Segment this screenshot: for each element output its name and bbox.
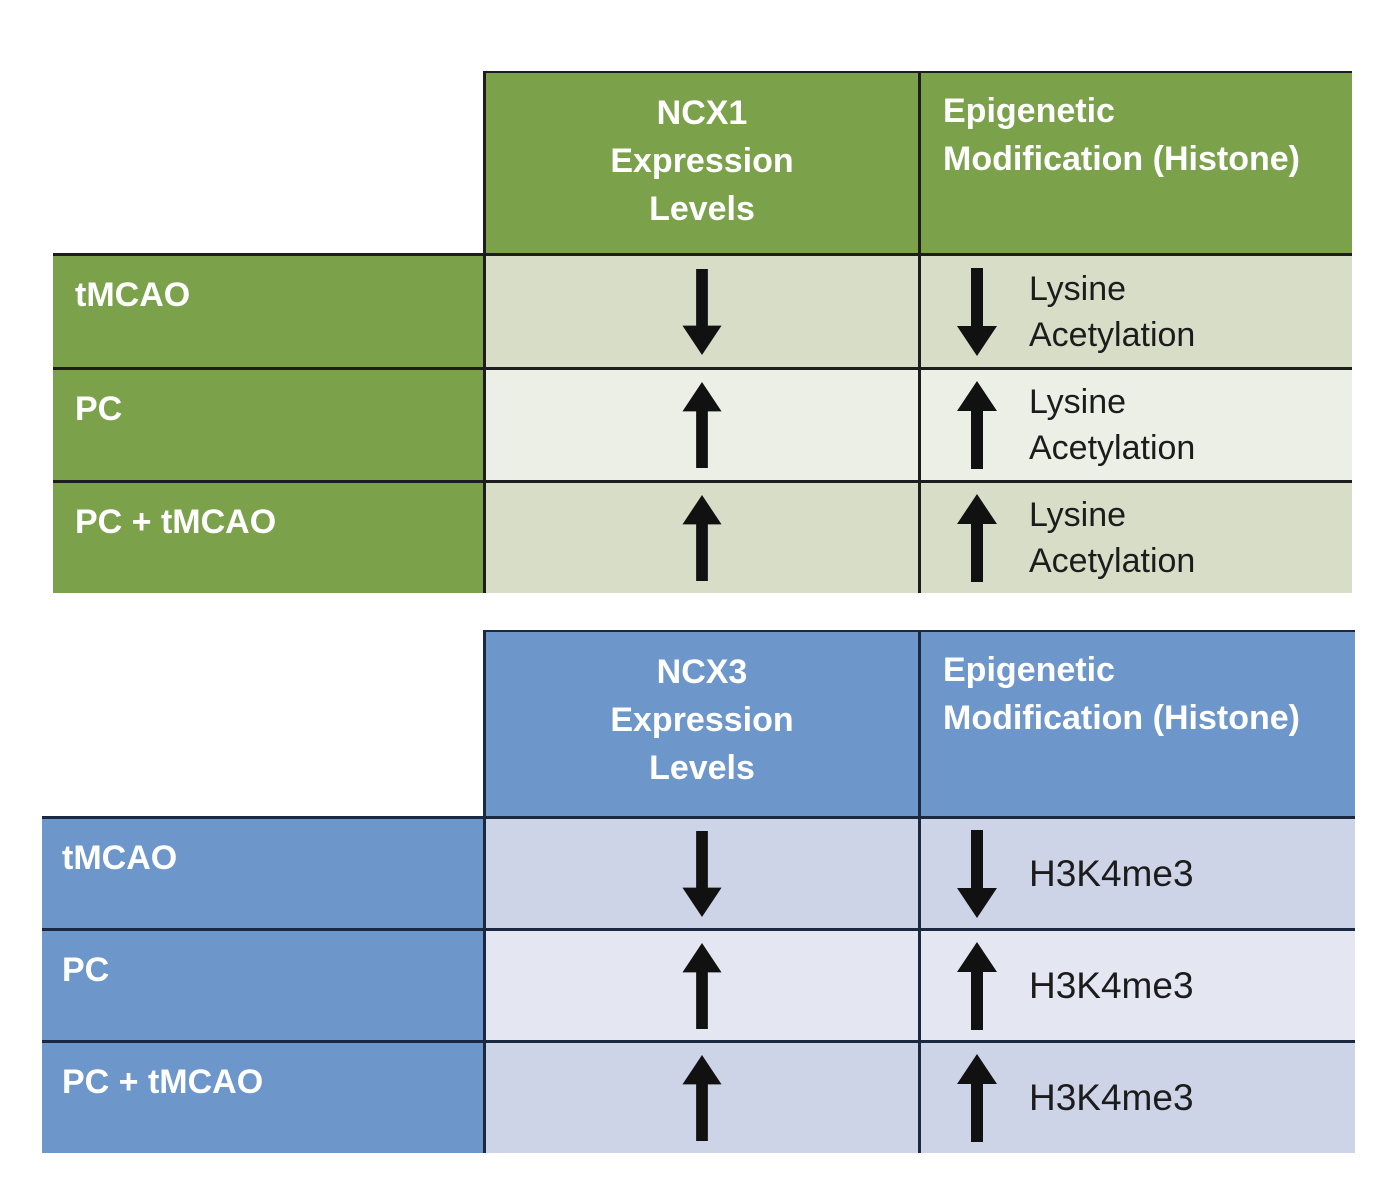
arrow-glyph bbox=[957, 381, 997, 469]
up-arrow-icon bbox=[957, 1054, 997, 1142]
ncx3-row-label-pc-tmcao: PC + tMCAO bbox=[42, 1040, 483, 1153]
ncx1-epigenetic-modification-header: Epigenetic Modification (Histone) bbox=[918, 71, 1352, 253]
arrow-glyph bbox=[682, 382, 722, 468]
ncx1-tmcao-modification-cell: Lysine Acetylation bbox=[918, 253, 1352, 367]
ncx1-row-label-tmcao: tMCAO bbox=[53, 253, 483, 367]
modification-text: Lysine Acetylation bbox=[1029, 496, 1196, 580]
ncx1-pc-modification-cell: Lysine Acetylation bbox=[918, 367, 1352, 480]
up-arrow-icon bbox=[682, 495, 722, 581]
ncx1-row-label-pc: PC bbox=[53, 367, 483, 480]
ncx1-pc-tmcao-expression-cell bbox=[483, 480, 918, 593]
arrow-glyph bbox=[957, 267, 997, 356]
ncx3-expression-levels-header: NCX3 Expression Levels bbox=[483, 630, 918, 816]
ncx3-pc-tmcao-expression-cell bbox=[483, 1040, 918, 1153]
ncx3-tmcao-expression-cell bbox=[483, 816, 918, 928]
ncx3-epigenetic-modification-header: Epigenetic Modification (Histone) bbox=[918, 630, 1355, 816]
up-arrow-icon bbox=[682, 942, 722, 1029]
ncx1-pc-tmcao-modification-cell: Lysine Acetylation bbox=[918, 480, 1352, 593]
ncx1-tmcao-expression-cell bbox=[483, 253, 918, 367]
modification-text: H3K4me3 bbox=[1029, 1077, 1194, 1118]
ncx3-row-label-tmcao: tMCAO bbox=[42, 816, 483, 928]
ncx1-row-label-pc-tmcao: PC + tMCAO bbox=[53, 480, 483, 593]
up-arrow-icon bbox=[957, 941, 997, 1030]
ncx1-table: NCX1 Expression Levels Epigenetic Modifi… bbox=[53, 71, 1352, 593]
up-arrow-icon bbox=[682, 1055, 722, 1141]
up-arrow-icon bbox=[682, 382, 722, 468]
arrow-glyph bbox=[957, 494, 997, 582]
arrow-glyph bbox=[682, 268, 722, 355]
modification-text: H3K4me3 bbox=[1029, 852, 1194, 894]
arrow-glyph bbox=[682, 830, 722, 917]
ncx3-tmcao-modification-cell: H3K4me3 bbox=[918, 816, 1355, 928]
up-arrow-icon bbox=[957, 381, 997, 469]
down-arrow-icon bbox=[682, 268, 722, 355]
down-arrow-icon bbox=[682, 830, 722, 917]
down-arrow-icon bbox=[957, 267, 997, 356]
down-arrow-icon bbox=[957, 829, 997, 918]
ncx3-table: NCX3 Expression Levels Epigenetic Modifi… bbox=[42, 630, 1355, 1153]
arrow-glyph bbox=[682, 1055, 722, 1141]
arrow-glyph bbox=[957, 941, 997, 1030]
ncx1-header-corner-cell bbox=[53, 71, 483, 253]
ncx3-pc-tmcao-modification-cell: H3K4me3 bbox=[918, 1040, 1355, 1153]
ncx1-pc-expression-cell bbox=[483, 367, 918, 480]
ncx3-pc-modification-cell: H3K4me3 bbox=[918, 928, 1355, 1040]
arrow-glyph bbox=[957, 1054, 997, 1142]
modification-text: Lysine Acetylation bbox=[1029, 269, 1196, 354]
arrow-glyph bbox=[682, 942, 722, 1029]
up-arrow-icon bbox=[957, 494, 997, 582]
ncx3-row-label-pc: PC bbox=[42, 928, 483, 1040]
ncx1-expression-levels-header: NCX1 Expression Levels bbox=[483, 71, 918, 253]
modification-text: H3K4me3 bbox=[1029, 964, 1194, 1006]
arrow-glyph bbox=[682, 495, 722, 581]
ncx3-pc-expression-cell bbox=[483, 928, 918, 1040]
arrow-glyph bbox=[957, 829, 997, 918]
ncx3-header-corner-cell bbox=[42, 630, 483, 816]
modification-text: Lysine Acetylation bbox=[1029, 383, 1196, 467]
